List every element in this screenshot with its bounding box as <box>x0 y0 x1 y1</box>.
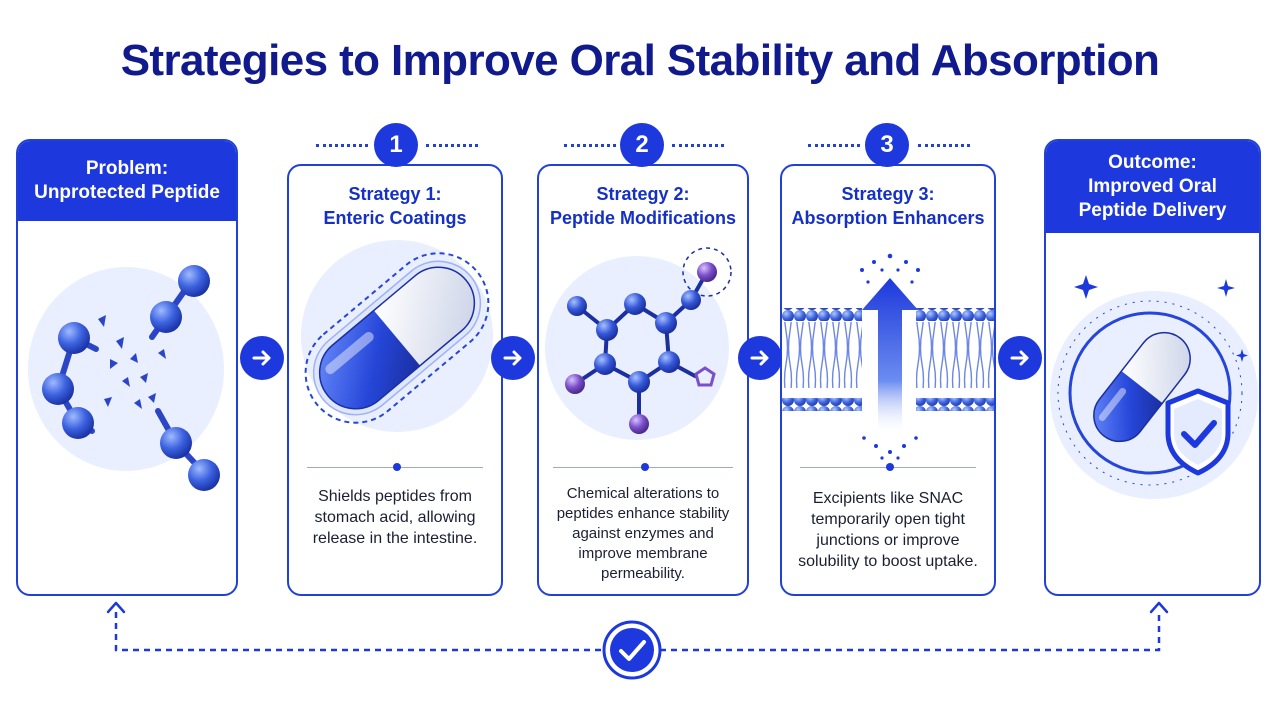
badge-2-dots-left <box>564 144 616 147</box>
outcome-header-line2: Improved Oral <box>1088 176 1217 197</box>
badge-1-dots-right <box>426 144 478 147</box>
problem-header-line1: Problem: <box>85 158 169 179</box>
arrow-right-icon <box>750 350 769 366</box>
membrane-icon <box>782 253 994 460</box>
strategy-3-desc-line: junctions or improve <box>816 532 960 549</box>
problem-header-line2: Unprotected Peptide <box>34 182 220 203</box>
strategy-2-divider-dot <box>641 463 649 471</box>
strategy-1-desc-line: release in the intestine. <box>312 530 478 547</box>
strategy-1-desc-line: stomach acid, allowing <box>314 509 476 526</box>
strategy-1-title-line1: Strategy 1: <box>348 184 442 204</box>
flow-arrow-2 <box>491 336 535 380</box>
arrow-right-icon <box>252 350 271 366</box>
strategy-3-desc-line: Excipients like SNAC <box>812 490 964 507</box>
strategy-1-desc-line: Shields peptides from <box>318 488 472 505</box>
step-badge-3: 3 <box>865 123 909 167</box>
strategy-2-title-line1: Strategy 2: <box>596 184 690 204</box>
page-title: Strategies to Improve Oral Stability and… <box>120 36 1160 85</box>
strategy-1-title-line2: Enteric Coatings <box>323 208 467 228</box>
strategy-2-title: Strategy 2: Peptide Modifications <box>539 182 747 230</box>
strategy-1-description: Shields peptides from stomach acid, allo… <box>299 486 491 549</box>
problem-header: Problem: Unprotected Peptide <box>18 141 236 221</box>
strategy-3-divider-dot <box>886 463 894 471</box>
badge-3-dots-right <box>918 144 970 147</box>
strategy-3-desc-line: temporarily open tight <box>811 511 965 528</box>
problem-card: Problem: Unprotected Peptide <box>16 139 238 596</box>
step-badge-1: 1 <box>374 123 418 167</box>
outcome-header-line3: Peptide Delivery <box>1078 200 1227 221</box>
strategy-3-card: Strategy 3: Absorption Enhancers <box>780 164 996 596</box>
strategy-3-title-line1: Strategy 3: <box>841 184 935 204</box>
strategy-3-title: Strategy 3: Absorption Enhancers <box>782 182 994 230</box>
badge-3-dots-left <box>808 144 860 147</box>
badge-2-dots-right <box>672 144 724 147</box>
broken-peptide-icon <box>28 265 224 491</box>
flow-arrow-4 <box>998 336 1042 380</box>
step-badge-2: 2 <box>620 123 664 167</box>
capsule-icon <box>301 240 493 432</box>
strategy-3-desc-line: solubility to boost uptake. <box>798 553 978 570</box>
outcome-header: Outcome: Improved Oral Peptide Delivery <box>1046 141 1259 233</box>
strategy-3-description: Excipients like SNAC temporarily open ti… <box>792 488 984 572</box>
strategy-2-title-line2: Peptide Modifications <box>549 208 736 228</box>
arrow-right-icon <box>503 350 522 366</box>
arrow-right-icon <box>1010 350 1029 366</box>
strategy-3-title-line2: Absorption Enhancers <box>791 208 985 228</box>
shield-check-icon <box>1050 275 1258 499</box>
molecule-icon <box>545 247 732 440</box>
strategy-2-desc-line: permeability. <box>601 565 685 582</box>
strategy-2-desc-line: Chemical alterations to <box>566 485 720 502</box>
flow-arrow-1 <box>240 336 284 380</box>
strategy-2-desc-line: peptides enhance stability <box>556 505 730 522</box>
strategy-1-title: Strategy 1: Enteric Coatings <box>289 182 501 230</box>
badge-1-dots-left <box>316 144 368 147</box>
outcome-header-line1: Outcome: <box>1108 152 1197 173</box>
flow-arrow-3 <box>738 336 782 380</box>
strategy-2-desc-line: against enzymes and <box>572 525 714 542</box>
outcome-card: Outcome: Improved Oral Peptide Delivery <box>1044 139 1261 596</box>
strategy-2-card: Strategy 2: Peptide Modifications <box>537 164 749 596</box>
strategy-2-description: Chemical alterations to peptides enhance… <box>549 484 737 584</box>
strategy-2-desc-line: improve membrane <box>578 545 708 562</box>
strategy-1-divider-dot <box>393 463 401 471</box>
strategy-1-card: Strategy 1: Enteric Coatings <box>287 164 503 596</box>
